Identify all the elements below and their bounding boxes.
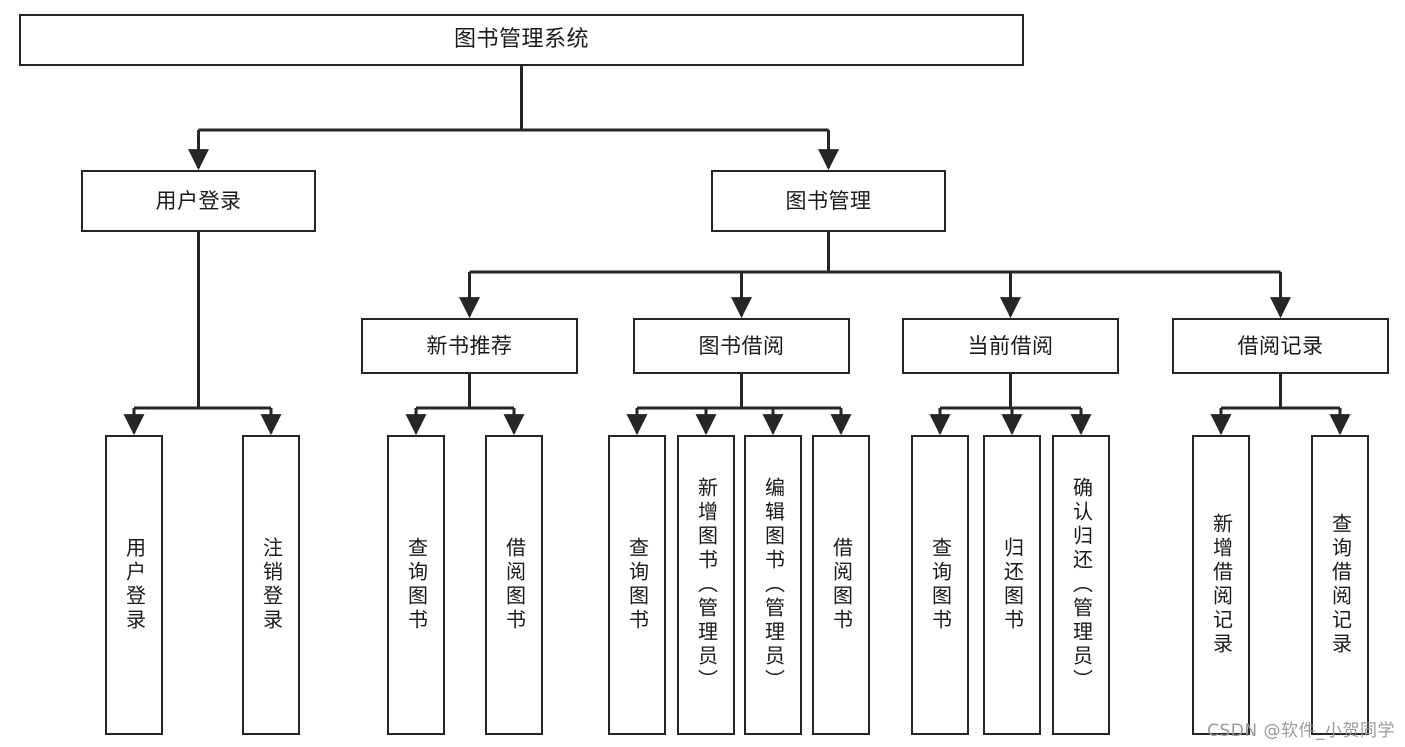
node-leaf-edit-book[interactable]: 编辑图书（管理员） bbox=[744, 435, 802, 735]
node-leaf-user-logout-label: 注销登录 bbox=[259, 537, 284, 633]
node-leaf-query-record-label: 查询借阅记录 bbox=[1328, 513, 1353, 657]
node-root[interactable]: 图书管理系统 bbox=[19, 14, 1024, 66]
node-book-manage[interactable]: 图书管理 bbox=[711, 170, 946, 232]
node-user-login[interactable]: 用户登录 bbox=[81, 170, 316, 232]
node-leaf-confirm-return[interactable]: 确认归还（管理员） bbox=[1052, 435, 1110, 735]
node-leaf-return-book[interactable]: 归还图书 bbox=[983, 435, 1041, 735]
node-book-borrow-label: 图书借阅 bbox=[698, 333, 785, 358]
node-leaf-user-logout[interactable]: 注销登录 bbox=[242, 435, 300, 735]
node-borrow-record[interactable]: 借阅记录 bbox=[1172, 318, 1389, 374]
node-leaf-borrow-book-2-label: 借阅图书 bbox=[829, 537, 854, 633]
node-leaf-query-book-3[interactable]: 查询图书 bbox=[911, 435, 969, 735]
node-leaf-add-book-label: 新增图书（管理员） bbox=[694, 477, 719, 693]
node-leaf-query-record[interactable]: 查询借阅记录 bbox=[1311, 435, 1369, 735]
node-leaf-query-book-2-label: 查询图书 bbox=[625, 537, 650, 633]
node-leaf-add-record-label: 新增借阅记录 bbox=[1209, 513, 1234, 657]
node-new-book-rec-label: 新书推荐 bbox=[426, 333, 513, 358]
node-current-borrow-label: 当前借阅 bbox=[967, 333, 1054, 358]
node-leaf-user-login[interactable]: 用户登录 bbox=[105, 435, 163, 735]
node-leaf-user-login-label: 用户登录 bbox=[122, 537, 147, 633]
node-leaf-query-book-2[interactable]: 查询图书 bbox=[608, 435, 666, 735]
node-leaf-add-book[interactable]: 新增图书（管理员） bbox=[677, 435, 735, 735]
node-leaf-confirm-return-label: 确认归还（管理员） bbox=[1069, 477, 1094, 693]
node-user-login-label: 用户登录 bbox=[155, 188, 242, 213]
node-root-label: 图书管理系统 bbox=[453, 27, 589, 53]
node-borrow-record-label: 借阅记录 bbox=[1237, 333, 1324, 358]
node-leaf-query-book-3-label: 查询图书 bbox=[928, 537, 953, 633]
node-leaf-add-record[interactable]: 新增借阅记录 bbox=[1192, 435, 1250, 735]
node-leaf-edit-book-label: 编辑图书（管理员） bbox=[761, 477, 786, 693]
node-current-borrow[interactable]: 当前借阅 bbox=[902, 318, 1119, 374]
node-leaf-return-book-label: 归还图书 bbox=[1000, 537, 1025, 633]
node-book-manage-label: 图书管理 bbox=[785, 188, 872, 213]
watermark-text: CSDN @软件_小贺同学 bbox=[1207, 721, 1395, 741]
node-leaf-query-book-1[interactable]: 查询图书 bbox=[387, 435, 445, 735]
node-new-book-rec[interactable]: 新书推荐 bbox=[361, 318, 578, 374]
node-leaf-query-book-1-label: 查询图书 bbox=[404, 537, 429, 633]
node-leaf-borrow-book-2[interactable]: 借阅图书 bbox=[812, 435, 870, 735]
node-book-borrow[interactable]: 图书借阅 bbox=[633, 318, 850, 374]
node-leaf-borrow-book-1-label: 借阅图书 bbox=[502, 537, 527, 633]
node-leaf-borrow-book-1[interactable]: 借阅图书 bbox=[485, 435, 543, 735]
